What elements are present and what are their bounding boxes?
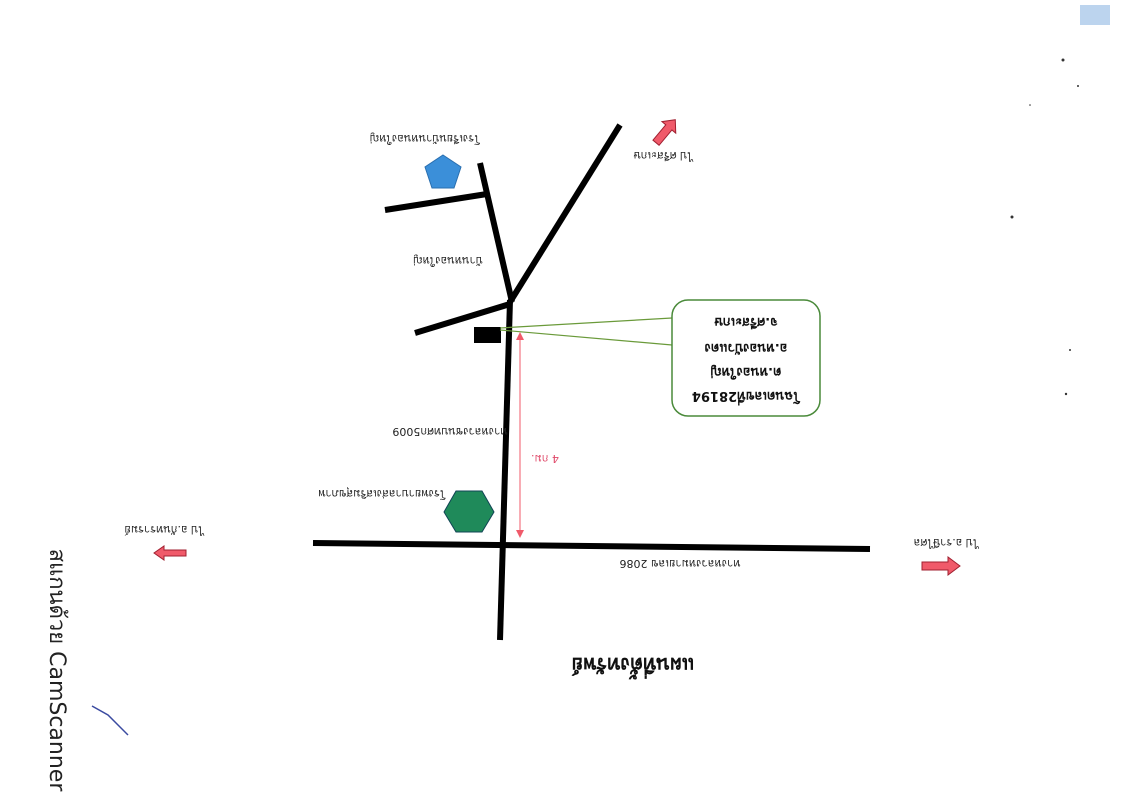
- property-marker: [474, 327, 501, 343]
- highway-2086: [312, 540, 871, 552]
- map-title: แผนที่ตั้งทรัพย์: [571, 653, 694, 680]
- callout-box: [671, 299, 821, 417]
- hospital-hexagon-icon: [443, 490, 495, 533]
- callout-line: จ.ศรีสะเกษ: [714, 314, 778, 330]
- callout-line: โฉนดเลขที่28194: [692, 388, 801, 406]
- road-branch-mid: [414, 301, 511, 336]
- hospital-label: โรงพยาบาลส่งเสริมสุขภาพ: [318, 487, 446, 501]
- highway-label: ทางหลวงหมายเลข 2086: [620, 557, 741, 570]
- road-northeast: [507, 123, 623, 304]
- direction-top-label: ไป ศรีสะเกษ: [633, 149, 693, 162]
- school-pentagon-icon: [424, 154, 462, 189]
- callout-pointer: [499, 317, 673, 329]
- callout-pointer: [499, 329, 673, 346]
- pen-mark: [91, 705, 129, 736]
- school-top-label: โรงเรียนบ้านหนองใหญ่: [370, 132, 480, 146]
- arrow-right-icon: [921, 556, 961, 576]
- scan-mark: [1080, 5, 1110, 25]
- distance-label: 4 กม.: [531, 452, 559, 465]
- road-north: [477, 162, 515, 303]
- arrow-northeast-icon: [652, 119, 677, 147]
- direction-left-label: ไป อ.กันทรารมย์: [124, 523, 204, 536]
- scanner-watermark: สแกนด้วย CamScanner: [44, 549, 69, 793]
- road-branch-top: [384, 191, 488, 213]
- rural-road-label: ทางหลวงชนบทศก5009: [392, 425, 507, 438]
- arrow-left-icon: [153, 545, 187, 561]
- direction-right-label: ไป อ.ราษีไศล: [914, 536, 980, 549]
- scan-specks: [1010, 58, 1079, 396]
- arrowhead-icon: [516, 530, 524, 538]
- main-road-vertical: [497, 299, 513, 641]
- arrowhead-icon: [516, 332, 524, 340]
- callout-line: อ.หนองบัวแดง: [704, 340, 787, 355]
- callout-line: ต.หนองใหญ่: [711, 364, 782, 381]
- village-label: บ้านหนองใหญ่: [413, 254, 482, 267]
